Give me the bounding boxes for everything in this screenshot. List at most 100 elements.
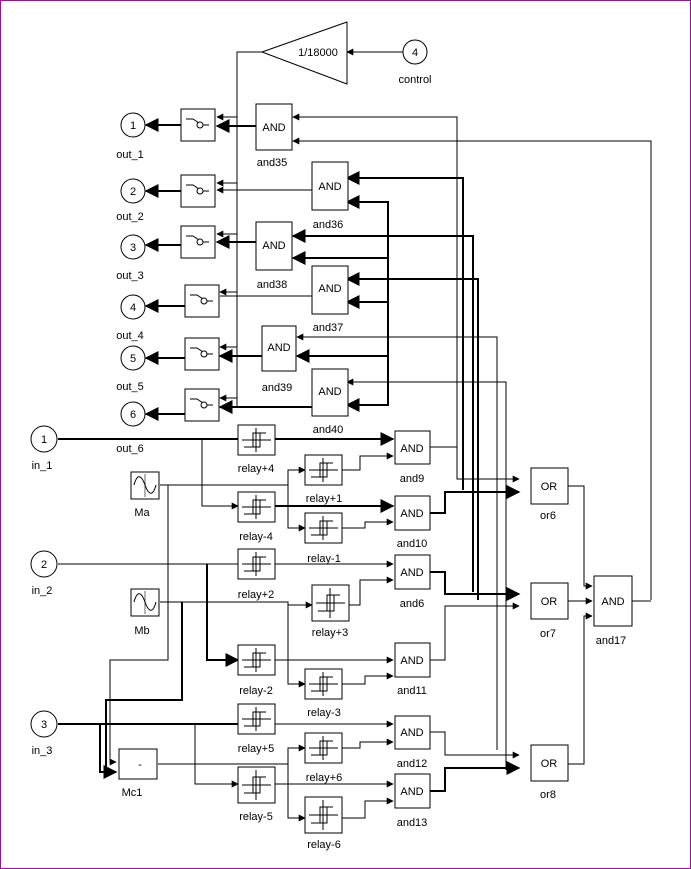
outport-6-number: 6 (130, 409, 136, 421)
relay-minus4-icon[interactable]: relay-4 (237, 491, 276, 543)
and13-block[interactable]: AND and13 (394, 773, 431, 829)
and38-text: AND (262, 240, 285, 252)
relay-minus5-icon[interactable]: relay-5 (237, 766, 276, 823)
relay-blocks: relay+4 relay-4 relay+1 relay-1 (237, 424, 350, 851)
and13-label: and13 (397, 817, 428, 829)
inport-2[interactable]: 2 in_2 (30, 550, 58, 597)
or6-label: or6 (540, 510, 556, 522)
and9-label: and9 (400, 473, 424, 485)
and11-label: and11 (397, 685, 427, 697)
outport-4-number: 4 (130, 302, 136, 314)
and39-block[interactable]: AND and39 (261, 325, 297, 394)
scope-ma[interactable]: Ma (130, 471, 160, 519)
switch-2-icon[interactable] (180, 174, 216, 208)
and40-label: and40 (313, 424, 344, 436)
outport-1-label: out_1 (116, 149, 144, 161)
relay-plus4-icon[interactable]: relay+4 (237, 424, 276, 475)
and35-text: AND (262, 122, 285, 134)
switch-1-icon[interactable] (180, 108, 216, 142)
inport-3-label: in_3 (32, 745, 53, 757)
and35-block[interactable]: AND and35 (255, 103, 293, 169)
relay-plus1-icon[interactable]: relay+1 (304, 454, 343, 505)
relay-plus6-icon[interactable]: relay+6 (304, 732, 343, 784)
and9-block[interactable]: AND and9 (394, 430, 431, 485)
inport-2-label: in_2 (32, 585, 53, 597)
relay-minus2-label: relay-2 (239, 685, 273, 697)
scope-mb[interactable]: Mb (130, 588, 160, 637)
outport-3-number: 3 (130, 242, 136, 254)
relay-plus1-label: relay+1 (306, 493, 342, 505)
subtract-label: Mc1 (122, 787, 143, 799)
outport-3-label: out_3 (116, 270, 144, 282)
relay-minus2-icon[interactable]: relay-2 (237, 644, 276, 697)
subtract-mc1[interactable]: - Mc1 (118, 748, 158, 799)
relay-minus6-label: relay-6 (307, 839, 341, 851)
and38-block[interactable]: AND and38 (255, 221, 293, 291)
relay-plus2-icon[interactable]: relay+2 (237, 548, 276, 601)
gain-value: 1/18000 (298, 47, 338, 59)
and9-text: AND (400, 443, 423, 455)
and11-text: AND (400, 655, 423, 667)
and6-block[interactable]: AND and6 (394, 554, 431, 610)
or8-text: OR (541, 758, 558, 770)
outport-4[interactable]: 4 out_4 (116, 294, 146, 342)
and10-text: AND (400, 508, 423, 520)
outport-2-label: out_2 (116, 211, 144, 223)
and36-block[interactable]: AND and36 (311, 161, 349, 231)
relay-plus5-icon[interactable]: relay+5 (237, 703, 276, 755)
and39-label: and39 (262, 382, 293, 394)
switch-3-icon[interactable] (180, 225, 216, 259)
or8-block[interactable]: OR or8 (530, 744, 569, 801)
inport-control[interactable]: 4 control (398, 39, 432, 86)
relay-minus3-label: relay-3 (307, 707, 341, 719)
outport-3[interactable]: 3 out_3 (116, 234, 146, 282)
relay-minus6-icon[interactable]: relay-6 (304, 796, 343, 851)
inport-2-number: 2 (41, 559, 47, 571)
and12-block[interactable]: AND and12 (394, 715, 431, 770)
relay-minus5-label: relay-5 (239, 811, 273, 823)
switch-6-icon[interactable] (184, 388, 220, 422)
switch-5-icon[interactable] (184, 337, 220, 371)
switch-blocks (180, 108, 220, 422)
and12-label: and12 (397, 758, 428, 770)
outport-2[interactable]: 2 out_2 (116, 178, 146, 223)
inport-1-label: in_1 (32, 460, 53, 472)
and11-block[interactable]: AND and11 (394, 642, 431, 697)
and39-text: AND (267, 342, 290, 354)
relay-minus3-icon[interactable]: relay-3 (304, 668, 343, 719)
relay-plus2-label: relay+2 (238, 589, 274, 601)
gain-block[interactable]: 1/18000 (260, 21, 348, 85)
scope-mb-label: Mb (134, 625, 149, 637)
and17-block[interactable]: AND and17 (593, 575, 633, 647)
or6-block[interactable]: OR or6 (530, 467, 569, 522)
outport-5-number: 5 (130, 353, 136, 365)
outport-6[interactable]: 6 out_6 (116, 401, 146, 455)
relay-plus3-icon[interactable]: relay+3 (311, 584, 350, 639)
and36-label: and36 (313, 219, 344, 231)
and17-label: and17 (596, 635, 627, 647)
relay-minus4-label: relay-4 (239, 531, 273, 543)
or7-label: or7 (540, 628, 556, 640)
or6-text: OR (541, 481, 558, 493)
switch-4-icon[interactable] (184, 284, 220, 318)
inport-1[interactable]: 1 in_1 (30, 425, 58, 472)
inport-3[interactable]: 3 in_3 (30, 710, 58, 757)
outport-5[interactable]: 5 out_5 (116, 345, 146, 393)
and6-text: AND (400, 567, 423, 579)
outport-4-label: out_4 (116, 330, 144, 342)
relay-plus6-label: relay+6 (306, 772, 342, 784)
and40-block[interactable]: AND and40 (311, 368, 349, 436)
scope-ma-label: Ma (134, 507, 150, 519)
and6-label: and6 (400, 598, 424, 610)
and37-block[interactable]: AND and37 (311, 265, 349, 334)
relay-minus1-icon[interactable]: relay-1 (304, 512, 343, 565)
outport-2-number: 2 (130, 186, 136, 198)
outport-6-label: out_6 (116, 443, 144, 455)
or7-text: OR (541, 596, 558, 608)
and10-block[interactable]: AND and10 (394, 495, 431, 550)
outport-1[interactable]: 1 out_1 (116, 112, 146, 161)
relay-plus3-label: relay+3 (312, 627, 348, 639)
subtract-symbol: - (138, 759, 142, 771)
or7-block[interactable]: OR or7 (530, 582, 569, 640)
